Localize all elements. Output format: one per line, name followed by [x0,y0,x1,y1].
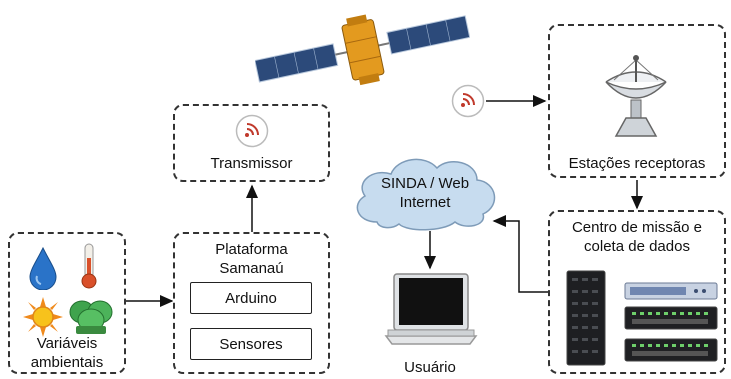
radio-signal-icon [235,114,269,148]
estacoes-label: Estações receptoras [568,155,706,172]
centro-box: Centro de missão e coleta de dados [548,210,726,374]
laptop-icon [384,273,478,345]
server-rack-icon [566,270,606,366]
cloud-icon [356,158,496,231]
radio-signal-icon [451,84,485,118]
estacoes-box: Estações receptoras [548,24,726,178]
satellite-icon [255,14,470,86]
transmissor-label: Transmissor [210,155,293,172]
arduino-component: Arduino [190,282,312,314]
variaveis-label: Variáveis ambientais [30,335,104,371]
water-drop-icon [29,246,57,290]
antenna-dish-icon [605,55,667,137]
centro-label: Centro de missão e coleta de dados [571,219,703,255]
variaveis-box: Variáveis ambientais [8,232,126,374]
sensores-component: Sensores [190,328,312,360]
plant-icon [69,300,113,334]
transmissor-box: Transmissor [173,104,330,182]
server-rack-icon [624,282,718,300]
thermometer-icon [81,243,97,289]
server-rack-icon [624,306,718,330]
sun-icon [23,297,63,337]
usuario-label: Usuário [404,359,456,376]
plataforma-label: Plataforma Samanaú [215,241,288,277]
server-rack-icon [624,338,718,362]
sinda-label: SINDA / Web Internet [380,175,470,211]
plataforma-box: Plataforma Samanaú Arduino Sensores [173,232,330,374]
arrow-centro-to-sinda [492,215,548,293]
